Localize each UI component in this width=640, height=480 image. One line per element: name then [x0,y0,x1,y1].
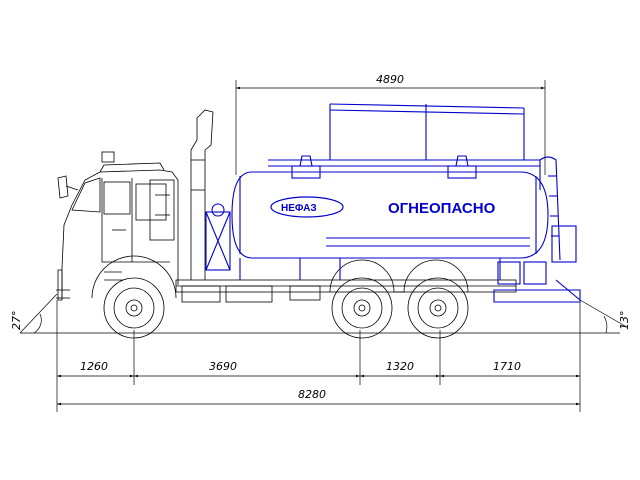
exhaust-stack [190,109,214,280]
truck-cab [56,151,179,301]
dim-overall-length: 8280 [298,388,326,401]
tank-warning-label: ОГНЕОПАСНО [388,200,496,217]
dim-departure-angle: 13° [618,311,631,331]
wheel-rear-2 [407,277,469,339]
wheel-rear-1 [331,277,393,339]
dim-wheelbase-front: 3690 [209,360,237,373]
tank-brand-label: НЕФАЗ [281,203,317,214]
dimension-lines [19,80,626,412]
dim-tank-length: 4890 [376,73,404,86]
chassis-frame [175,259,517,303]
nefaz-logo: НЕФАЗ [270,196,344,218]
wheel-front [103,277,165,339]
dim-front-overhang: 1260 [80,360,108,373]
fuel-tank [205,103,581,303]
dim-rear-overhang: 1710 [493,360,521,373]
dim-approach-angle: 27° [10,311,23,331]
dim-axle-spacing: 1320 [386,360,414,373]
